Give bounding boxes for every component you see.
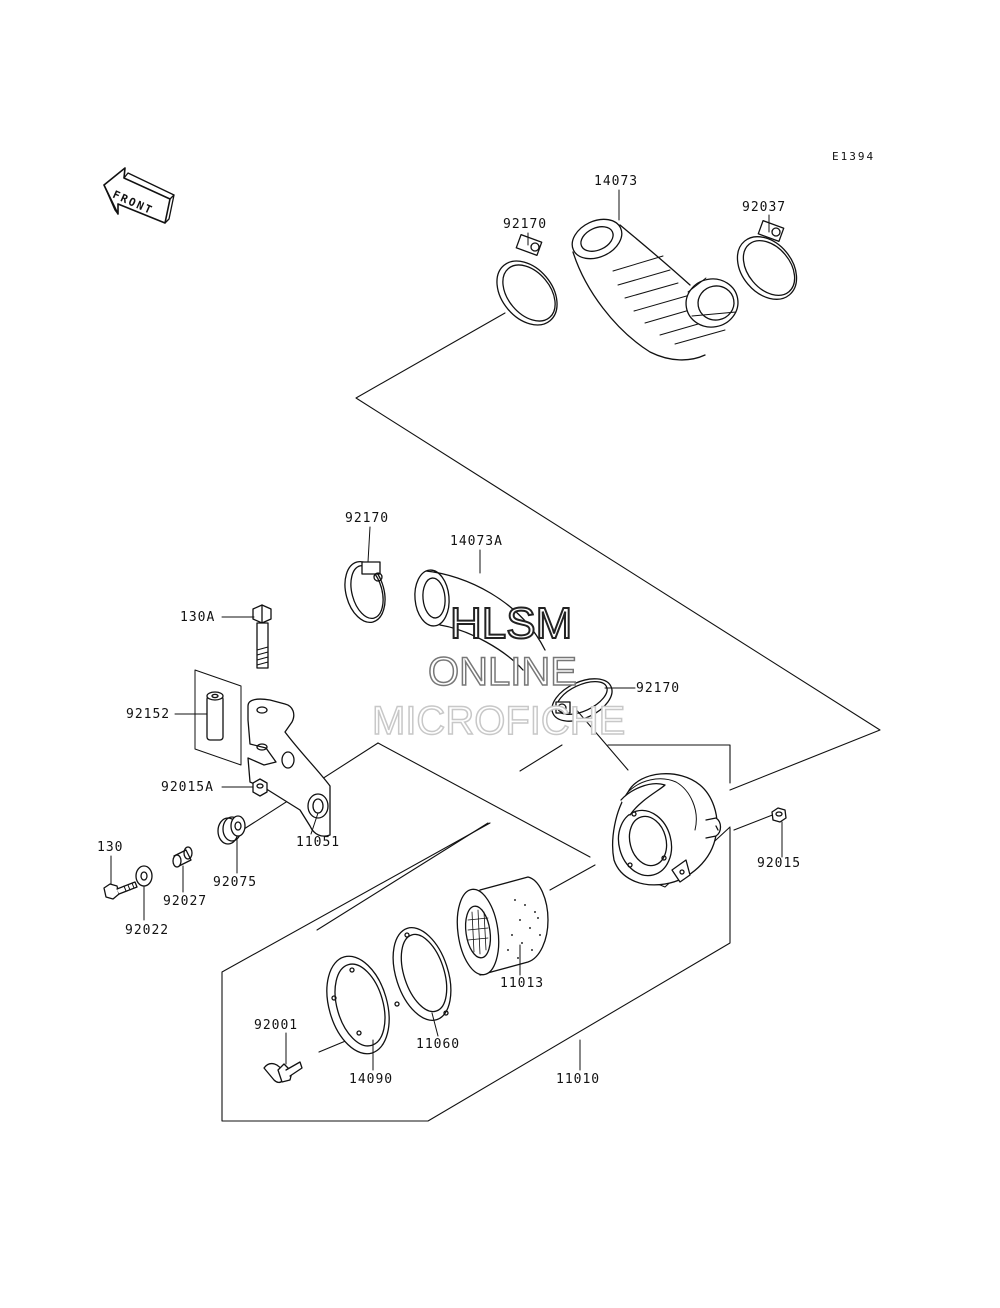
part-label-92027: 92027 xyxy=(163,894,208,909)
part-label-130a: 130A xyxy=(180,610,216,625)
part-label-92170-middle: 92170 xyxy=(345,511,390,526)
leader-lines xyxy=(110,189,783,1071)
collar-92152 xyxy=(194,669,242,766)
gasket-11060 xyxy=(392,926,452,1022)
part-label-92170-top: 92170 xyxy=(503,217,548,232)
part-label-92015: 92015 xyxy=(757,856,802,871)
part-label-92037: 92037 xyxy=(742,200,787,215)
intake-hose-14073a xyxy=(414,569,546,671)
wing-bolt-92001 xyxy=(263,1061,303,1084)
washer-92022 xyxy=(135,865,153,887)
cover-14090 xyxy=(326,955,390,1055)
part-label-14090: 14090 xyxy=(349,1072,394,1087)
part-label-11051: 11051 xyxy=(296,835,341,850)
watermark-line-2: ONLINE xyxy=(427,650,577,694)
nut-92015a xyxy=(252,778,268,797)
hose-clamp-92170-middle xyxy=(344,561,386,623)
filter-element-11013 xyxy=(456,876,549,976)
part-label-92170-right: 92170 xyxy=(636,681,681,696)
part-label-11013: 11013 xyxy=(500,976,545,991)
hose-clamp-92037 xyxy=(736,220,798,300)
air-cleaner-housing-11010 xyxy=(612,773,722,886)
bracket-11051 xyxy=(247,698,331,837)
part-label-11060: 11060 xyxy=(416,1037,461,1052)
part-label-92001: 92001 xyxy=(254,1018,299,1033)
grommet-92075 xyxy=(217,815,246,845)
intake-hose-14073 xyxy=(571,218,739,361)
bolt-130a xyxy=(252,604,272,669)
bolt-130 xyxy=(103,881,138,900)
part-label-92152: 92152 xyxy=(126,707,171,722)
part-label-14073: 14073 xyxy=(594,174,639,189)
part-label-14073a: 14073A xyxy=(450,534,503,549)
collar-92027 xyxy=(172,846,193,868)
nut-92015 xyxy=(771,807,787,823)
watermark-line-3: MICROFICHE xyxy=(371,699,626,743)
part-label-92075: 92075 xyxy=(213,875,258,890)
watermark-line-1: HLSM xyxy=(449,599,573,648)
part-label-92015a: 92015A xyxy=(161,780,214,795)
front-arrow-icon xyxy=(103,167,175,224)
reference-code: E1394 xyxy=(832,150,876,163)
hose-clamp-92170-right xyxy=(551,678,613,722)
part-label-130: 130 xyxy=(97,840,124,855)
part-label-92022: 92022 xyxy=(125,923,170,938)
part-label-11010: 11010 xyxy=(556,1072,601,1087)
hose-clamp-92170-top xyxy=(496,234,558,326)
